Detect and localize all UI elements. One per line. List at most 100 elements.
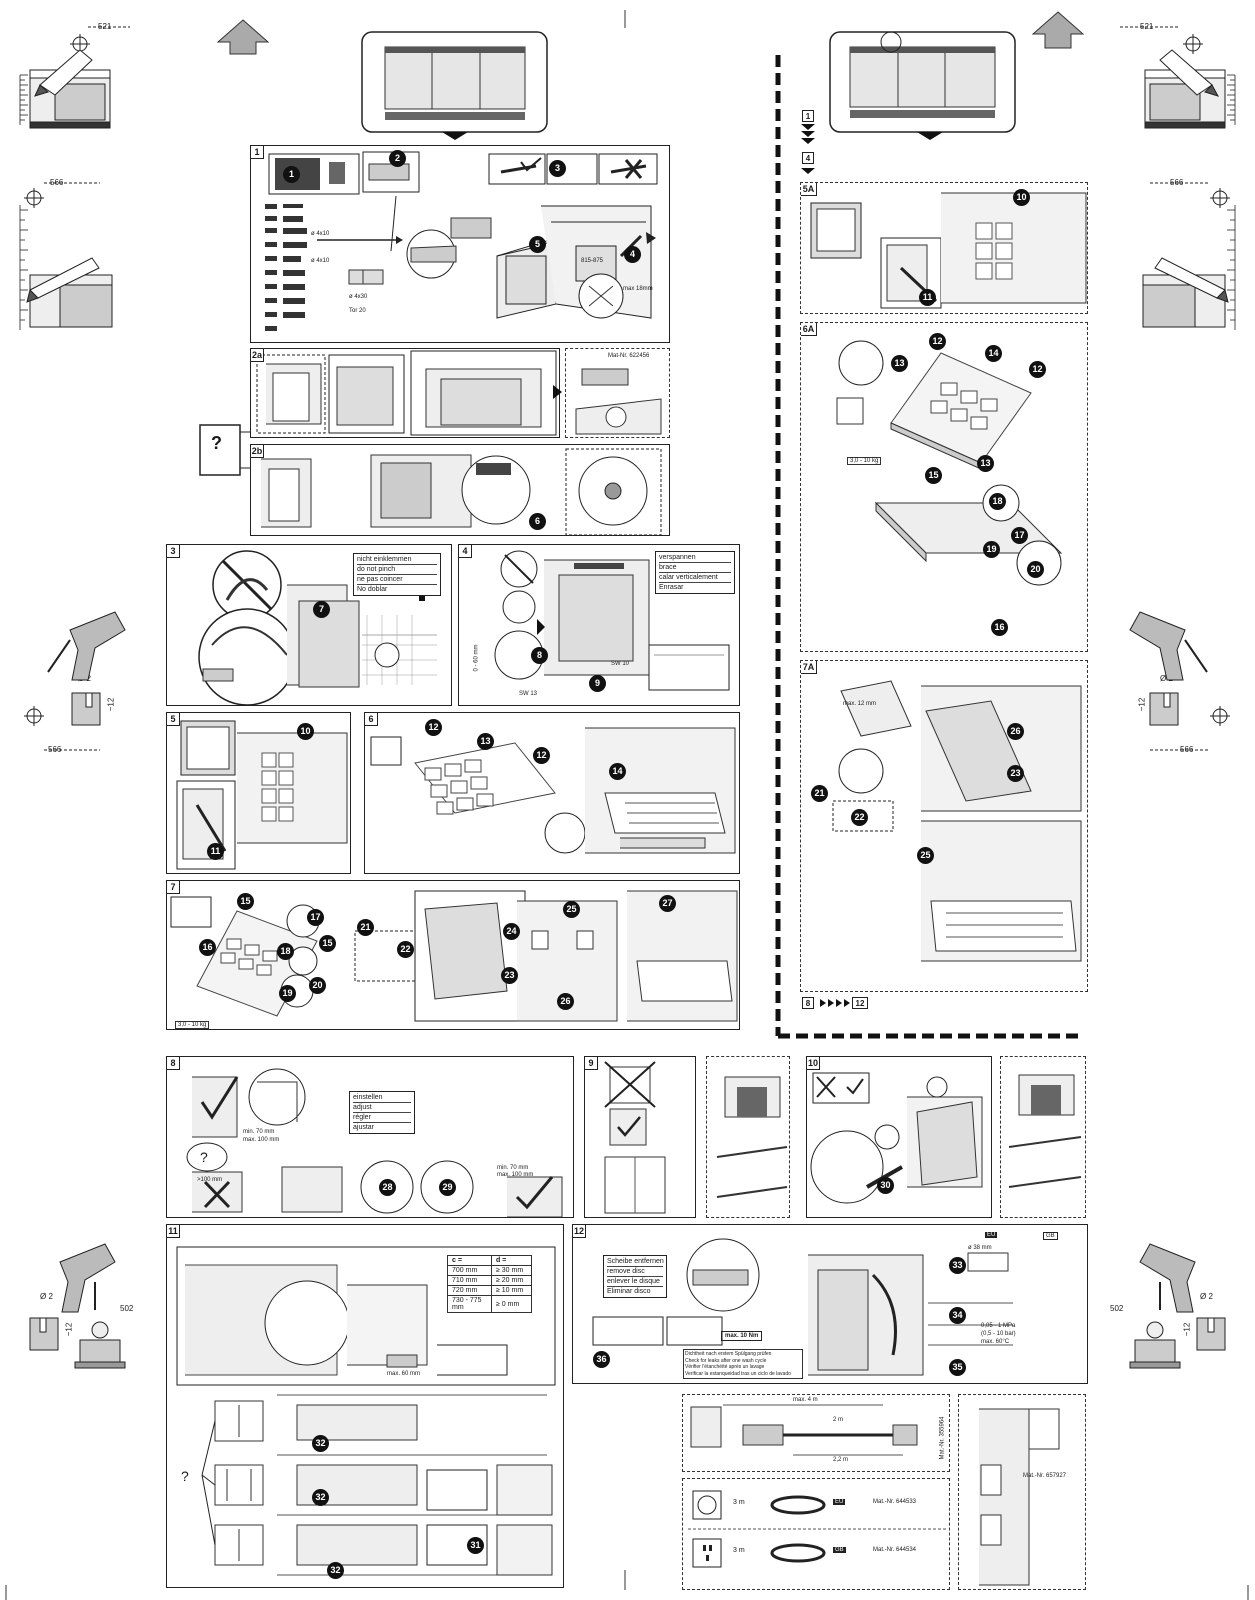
step-callout: 3 [549, 160, 566, 177]
step-callout: 1 [283, 166, 300, 183]
step-callout: 18 [277, 943, 294, 960]
cable-length: 3 m [733, 1499, 745, 1506]
step-6a-panel: 6A 12 14 13 12 13 15 3,0 - 10 kg 18 17 1… [800, 322, 1088, 652]
step-number: 7A [801, 661, 817, 674]
screw-label: ø 4x10 [311, 258, 330, 264]
instruction-text: remove disc [607, 1267, 663, 1277]
step-number: 8 [167, 1057, 180, 1070]
pressure-label: 0,05 - 1 MPa [981, 1323, 1016, 1329]
step-number: 6 [365, 713, 378, 726]
step-callout: 10 [297, 723, 314, 740]
screw-label: ø 4x10 [311, 231, 330, 237]
mat-number: Mat.-Nr. 644533 [873, 1499, 917, 1505]
step-callout: 16 [199, 939, 216, 956]
step-number: 9 [585, 1057, 598, 1070]
step-callout: 13 [977, 455, 994, 472]
step-callout: 13 [891, 355, 908, 372]
dim-label: ø 38 mm [968, 1245, 992, 1251]
step-9-panel: 9 [584, 1056, 696, 1218]
dim-label: 502 [1110, 1304, 1124, 1313]
step-number: 6A [801, 323, 817, 336]
step-callout: 2 [389, 150, 406, 167]
step-callout: 32 [327, 1562, 344, 1579]
step-callout: 19 [279, 985, 296, 1002]
step-callout: 6 [529, 513, 546, 530]
step-9-detail [706, 1056, 790, 1218]
step-4-panel: 4 8 9 verspannen brace calar verticaleme… [458, 544, 740, 706]
sequence-tag: 8 [802, 997, 814, 1009]
drill-icon [24, 611, 126, 751]
dimension-table: c = d = 700 mm≥ 30 mm 710 mm≥ 20 mm 720 … [447, 1255, 532, 1313]
step-callout: 17 [1011, 527, 1028, 544]
instruction-text: régler [353, 1113, 411, 1123]
step-11-panel: 11 ? 32 32 32 31 c = d = 700 mm≥ 30 mm 7… [166, 1224, 564, 1588]
step-callout: 20 [1027, 561, 1044, 578]
step-callout: 35 [949, 1359, 966, 1376]
question-icon: ? [211, 433, 222, 453]
step-number: 10 [807, 1057, 820, 1070]
step-callout: 12 [929, 333, 946, 350]
step-callout: 22 [397, 941, 414, 958]
step-callout: 15 [925, 467, 942, 484]
weight-label: 3,0 - 10 kg [847, 457, 882, 465]
drill-icon [1129, 1243, 1226, 1369]
drill-diameter-label: Ø 2 [40, 1292, 53, 1301]
drill-icon [29, 1243, 126, 1369]
instruction-text: Scheibe entfernen [607, 1258, 664, 1267]
table-row: 720 mm≥ 10 mm [447, 1285, 532, 1296]
instruction-text: verspannen [659, 553, 731, 563]
step-10-panel: 10 30 [806, 1056, 992, 1218]
step-12-panel: 12 33 34 35 36 Scheibe entfernen remove … [572, 1224, 1088, 1384]
screw-label: Tor 20 [349, 308, 366, 314]
sequence-tag: 12 [852, 997, 868, 1009]
step-7-panel: 7 15 15 16 17 18 19 20 21 22 23 24 25 26… [166, 880, 740, 1030]
step-callout: 34 [949, 1307, 966, 1324]
step-callout: 14 [985, 345, 1002, 362]
flag-eu: EU [833, 1499, 846, 1505]
table-header: c = [447, 1255, 492, 1266]
step-callout: 19 [983, 541, 1000, 558]
dim-label: 0 - 60 mm [473, 644, 480, 672]
power-cable-detail: 3 m EU Mat.-Nr. 644533 3 m GB Mat.-Nr. 6… [682, 1478, 950, 1590]
dim-label: SW 13 [519, 691, 538, 697]
step-callout: 22 [851, 809, 868, 826]
step-number: 1 [251, 146, 264, 159]
step-callout: 33 [949, 1257, 966, 1274]
step-8-panel: 8 ? 28 29 einstellen adjust régler ajust… [166, 1056, 574, 1218]
dim-label: 502 [120, 1304, 134, 1313]
step-number: 5 [167, 713, 180, 726]
dim-label: 2,2 m [833, 1457, 849, 1463]
instruction-text: adjust [353, 1103, 411, 1113]
weight-label: 3,0 - 10 kg [175, 1021, 210, 1029]
instruction-text: calar verticalement [659, 573, 731, 583]
step-callout: 25 [917, 847, 934, 864]
drill-icon [1129, 611, 1230, 751]
pressure-label: (0,5 - 10 bar) [981, 1331, 1016, 1337]
step-callout: 23 [1007, 765, 1024, 782]
step-callout: 32 [312, 1489, 329, 1506]
step-callout: 10 [1013, 189, 1030, 206]
dim-label: 2 m [833, 1417, 844, 1423]
dim-label: max 18mm [623, 286, 653, 292]
step-callout: 23 [501, 967, 518, 984]
screw-label: ø 4x30 [349, 294, 368, 300]
step-callout: 20 [309, 977, 326, 994]
step-5a-panel: 5A 10 11 [800, 182, 1088, 314]
mat-number: Mat.-Nr. 355964 [939, 1416, 946, 1460]
mat-number: Mat.-Nr. 657927 [1023, 1473, 1067, 1479]
table-row: 730 - 775 mm≥ 0 mm [447, 1295, 532, 1313]
question-icon: ? [200, 1149, 208, 1165]
step-number: 7 [167, 881, 180, 894]
mat-number: Mat-Nr. 622456 [608, 353, 650, 359]
dim-label: max. 4 m [793, 1397, 818, 1403]
step-callout: 12 [1029, 361, 1046, 378]
up-arrow-icon [1031, 11, 1085, 49]
step-number: 2a [251, 349, 264, 362]
dim-label: 815-875 [581, 258, 604, 264]
step-5-panel: 5 10 11 [166, 712, 351, 874]
hose-detail: max. 4 m 2 m 2,2 m Mat.-Nr. 355964 [682, 1394, 950, 1472]
step-callout: 28 [379, 1179, 396, 1196]
step-callout: 12 [533, 747, 550, 764]
table-header: d = [491, 1255, 532, 1266]
